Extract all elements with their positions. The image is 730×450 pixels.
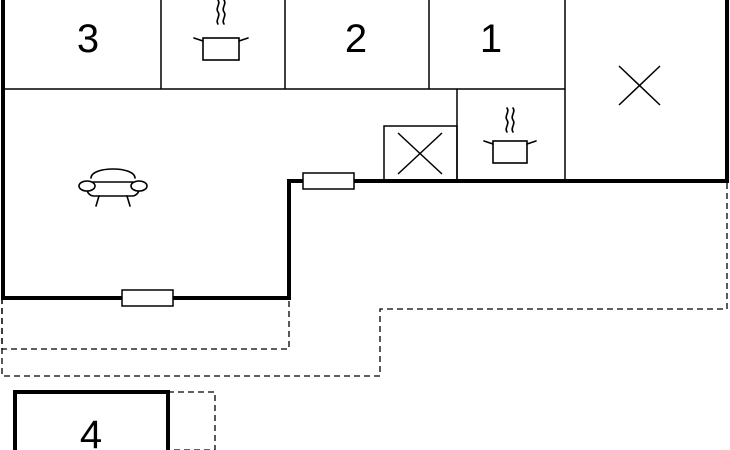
- cooking-pot-icon: [193, 0, 249, 61]
- shaft-large-cross-b: [618, 65, 661, 106]
- sofa-icon: [78, 168, 148, 207]
- room-label-4: 4: [80, 413, 102, 450]
- shaft-small-cross-b: [397, 132, 443, 175]
- window-bottom: [121, 289, 174, 307]
- outer-wall: [1, 0, 729, 300]
- annex-wall: [13, 390, 170, 450]
- room-label-1: 1: [480, 17, 502, 61]
- window-living: [302, 172, 355, 190]
- room-label-2: 2: [345, 17, 367, 61]
- cooking-pot-icon: [483, 107, 537, 164]
- room-label-3: 3: [77, 17, 99, 61]
- terrace-bottom: [167, 391, 216, 450]
- terrace-light: [1, 180, 728, 377]
